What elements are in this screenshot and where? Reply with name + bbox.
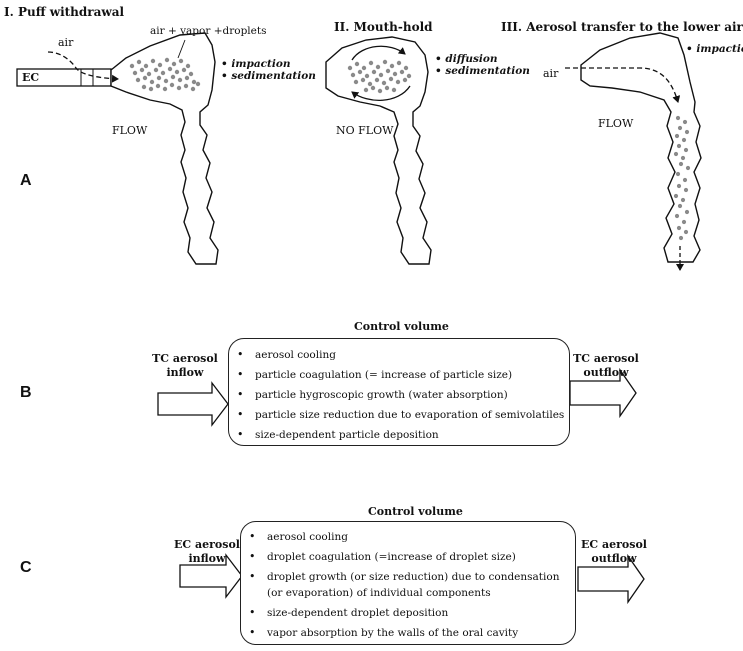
phase1-title: I. Puff withdrawal	[4, 5, 125, 19]
ec-label: EC	[22, 71, 40, 84]
airway-outline-1	[110, 32, 219, 265]
list-item: aerosol cooling	[241, 530, 575, 544]
circulation-arrow-top	[351, 45, 406, 61]
outflow-arrow-c	[577, 553, 645, 605]
droplet-cloud-3	[673, 115, 691, 241]
phase3-title: III. Aerosol transfer to the lower airwa…	[501, 20, 743, 34]
list-item: droplet coagulation (=increase of drople…	[241, 550, 575, 564]
inflow-arrow-b	[157, 381, 229, 427]
list-item: particle size reduction due to evaporati…	[229, 408, 569, 422]
list-item: particle hygroscopic growth (water absor…	[229, 388, 569, 402]
phase3-flow-label: FLOW	[598, 117, 634, 130]
airway-outline-2	[325, 36, 432, 265]
process-list-b: aerosol cooling particle coagulation (= …	[229, 339, 569, 442]
control-volume-title-b: Control volume	[354, 320, 449, 333]
mixture-label: air + vapor +droplets	[150, 25, 267, 37]
phase3-air-label: air	[543, 67, 559, 80]
panel-letter-a: A	[20, 172, 32, 189]
control-volume-title-c: Control volume	[368, 505, 463, 518]
inflow-arrow-c	[179, 553, 243, 599]
phase3-mechanisms: • impaction	[686, 43, 743, 55]
droplet-cloud-2	[347, 59, 412, 94]
control-volume-box-b: aerosol cooling particle coagulation (= …	[228, 338, 570, 446]
list-item-continuation: (or evaporation) of individual component…	[267, 587, 491, 599]
phase1-air-label: air	[58, 36, 74, 49]
mechanism-impaction-1: • impaction	[221, 58, 291, 70]
phase1-flow-label: FLOW	[112, 124, 148, 137]
mixture-pointer-line	[177, 39, 186, 59]
list-item: vapor absorption by the walls of the ora…	[241, 626, 575, 640]
mechanism-sedimentation-1: • sedimentation	[221, 70, 316, 82]
phase2-title: II. Mouth-hold	[334, 20, 433, 34]
list-item: size-dependent particle deposition	[229, 428, 569, 442]
mechanism-impaction-3: • impaction	[686, 43, 743, 55]
air-flow-arrow-3	[565, 67, 681, 103]
phase2-flow-label: NO FLOW	[336, 124, 394, 137]
phase2-mechanisms: • diffusion • sedimentation	[435, 53, 530, 77]
panel-letter-b: B	[20, 384, 32, 401]
outflow-arrow-b	[569, 367, 637, 419]
airway-outline-3	[580, 32, 702, 263]
circulation-arrow-bottom	[351, 85, 411, 102]
list-item: size-dependent droplet deposition	[241, 606, 575, 620]
panel-letter-c: C	[20, 559, 32, 576]
phase1-mechanisms: • impaction • sedimentation	[221, 58, 316, 82]
process-list-c: aerosol cooling droplet coagulation (=in…	[241, 522, 575, 640]
mechanism-diffusion-2: • diffusion	[435, 53, 498, 65]
droplet-cloud-1	[129, 57, 201, 92]
list-item: droplet growth (or size reduction) due t…	[241, 570, 575, 584]
mechanism-sedimentation-2: • sedimentation	[435, 65, 530, 77]
list-item: particle coagulation (= increase of part…	[229, 368, 569, 382]
control-volume-box-c: aerosol cooling droplet coagulation (=in…	[240, 521, 576, 645]
air-flow-arrow-1	[47, 51, 119, 83]
list-item: aerosol cooling	[229, 348, 569, 362]
